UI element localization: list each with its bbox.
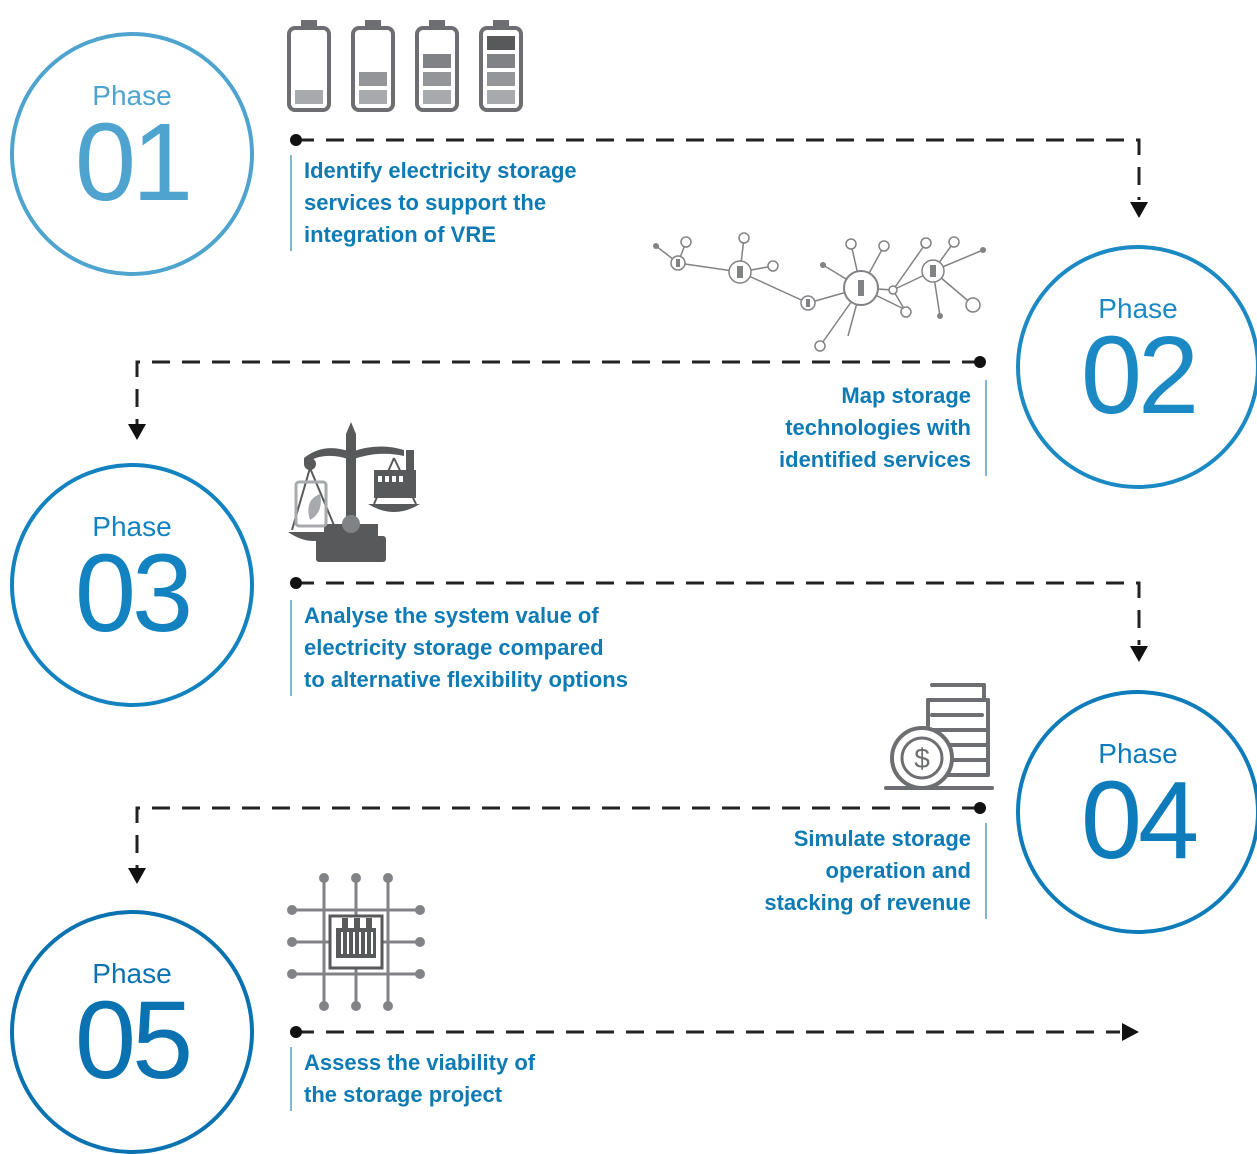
description-line: the storage project	[304, 1082, 503, 1107]
connector-02-03	[135, 360, 980, 425]
phase-number: 05	[74, 979, 193, 1102]
phase-number: 04	[1080, 759, 1199, 882]
connector-04-05	[135, 806, 980, 870]
phase-label: Phase	[92, 511, 172, 542]
phase-number: 03	[74, 532, 193, 655]
transformer-grid-icon	[287, 873, 425, 1011]
phase-02-circle: Phase 02	[1016, 245, 1257, 489]
phase-03-description: Analyse the system value of electricity …	[290, 600, 628, 696]
phase-05-circle: Phase 05	[10, 910, 254, 1154]
connector-start-dot-05	[290, 1026, 302, 1038]
connector-start-dot-04	[974, 802, 986, 814]
description-line: Analyse the system value of	[304, 603, 599, 628]
phase-label: Phase	[1098, 738, 1178, 769]
phase-label: Phase	[1098, 293, 1178, 324]
phase-01-description: Identify electricity storage services to…	[290, 155, 577, 251]
phase-01-circle: Phase 01	[10, 32, 254, 276]
phase-number: 02	[1080, 314, 1199, 437]
description-line: Identify electricity storage	[304, 158, 577, 183]
svg-text:$: $	[914, 743, 930, 774]
description-line: Assess the viability of	[304, 1050, 536, 1075]
phase-label: Phase	[92, 80, 172, 111]
description-line: services to support the	[304, 190, 547, 215]
arrowhead-02	[128, 424, 146, 440]
phase-04-description: Simulate storage operation and stacking …	[764, 823, 987, 919]
description-line: Simulate storage	[793, 826, 971, 851]
description-line: integration of VRE	[304, 222, 496, 247]
arrowhead-01	[1130, 202, 1148, 218]
connector-03-04	[296, 581, 1141, 645]
phase-04-circle: Phase 04	[1016, 690, 1257, 934]
phase-05-description: Assess the viability of the storage proj…	[290, 1047, 535, 1111]
phase-03-circle: Phase 03	[10, 463, 254, 707]
phase-number: 01	[74, 101, 193, 224]
connector-start-dot-03	[290, 577, 302, 589]
coin-stack-icon: $	[884, 683, 994, 790]
network-icon	[653, 232, 986, 352]
phase-label: Phase	[92, 958, 172, 989]
arrowhead-03	[1130, 646, 1148, 662]
arrowhead-04	[128, 868, 146, 884]
arrowhead-05	[1122, 1023, 1139, 1041]
phase-02-description: Map storage technologies with identified…	[779, 380, 987, 476]
description-line: to alternative flexibility options	[304, 667, 628, 692]
description-line: operation and	[825, 858, 971, 883]
description-line: identified services	[779, 447, 971, 472]
description-line: technologies with	[785, 415, 971, 440]
description-line: electricity storage compared	[304, 635, 604, 660]
balance-scale-icon	[288, 422, 420, 562]
connector-start-dot-02	[974, 356, 986, 368]
connector-01-02	[296, 138, 1141, 200]
description-line: Map storage	[841, 383, 971, 408]
connector-start-dot-01	[290, 134, 302, 146]
description-line: stacking of revenue	[764, 890, 971, 915]
battery-levels-icon	[287, 20, 523, 112]
